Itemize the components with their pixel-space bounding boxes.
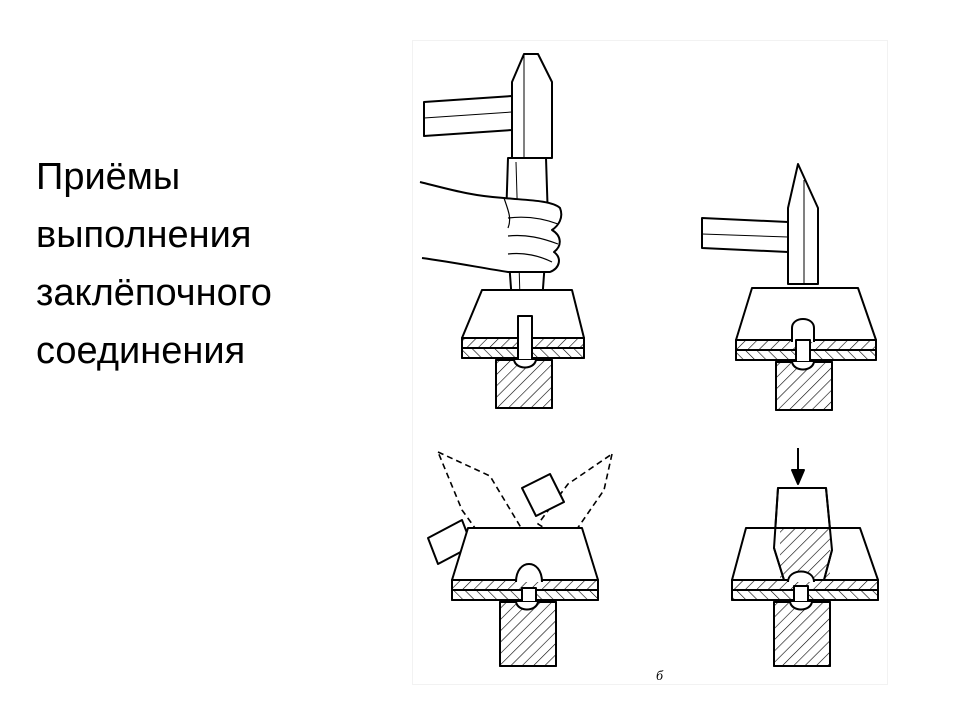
slide-title: Приёмы выполнения заклёпочного соединени… <box>36 148 376 380</box>
title-line-1: Приёмы <box>36 156 181 198</box>
rivet-head-dome <box>791 318 815 342</box>
hammer-head-2 <box>787 163 819 285</box>
riveting-illustration: б <box>412 40 888 685</box>
rivet-head-dome-3 <box>515 563 543 583</box>
panel-head-finishing <box>731 448 879 667</box>
title-line-4: соединения <box>36 330 246 372</box>
title-line-2: выполнения <box>36 214 252 256</box>
force-arrow-icon <box>791 469 805 485</box>
support-block-3 <box>499 601 557 667</box>
hammer-handle <box>423 95 513 137</box>
rivet-head-4 <box>787 570 815 583</box>
rivet-shank <box>517 315 533 361</box>
hammer-handle-right <box>521 473 565 517</box>
hand-icon <box>419 181 563 273</box>
hammer-position-right <box>537 453 613 543</box>
support-block-4 <box>773 601 831 667</box>
title-line-3: заклёпочного <box>36 272 272 314</box>
panel-shank-setting <box>419 53 585 409</box>
figure-caption: б <box>656 669 664 684</box>
panel-rivet-upsetting <box>701 163 877 411</box>
riveting-figure: б <box>412 40 888 685</box>
panel-head-forming <box>427 451 613 667</box>
hammer-head <box>511 53 553 159</box>
